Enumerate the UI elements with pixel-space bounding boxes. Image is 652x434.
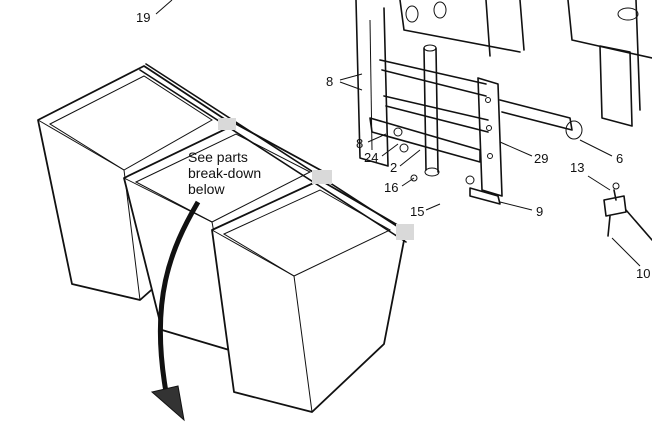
callout-8-upper: 8	[326, 74, 333, 89]
hinge-rail	[139, 63, 414, 243]
pivot-fitting	[603, 182, 652, 241]
note-line-3: below	[188, 181, 225, 197]
callout-9: 9	[536, 204, 543, 219]
callout-8-lower: 8	[356, 136, 363, 151]
callout-16: 16	[384, 180, 398, 195]
callout-6: 6	[616, 151, 623, 166]
callout-15: 15	[410, 204, 424, 219]
callout-10: 10	[636, 266, 650, 281]
callout-19: 19	[136, 10, 150, 25]
note-line-1: See parts	[188, 149, 248, 165]
callout-2: 2	[390, 160, 397, 175]
callout-29: 29	[534, 151, 548, 166]
callout-13: 13	[570, 160, 584, 175]
callout-24: 24	[364, 150, 378, 165]
frame-assembly	[355, 0, 652, 205]
direction-arrow	[150, 200, 201, 422]
callouts: 19 8 8 24 2 16 15 29 6 13 9 10	[136, 0, 650, 281]
note-line-2: break-down	[188, 165, 261, 181]
